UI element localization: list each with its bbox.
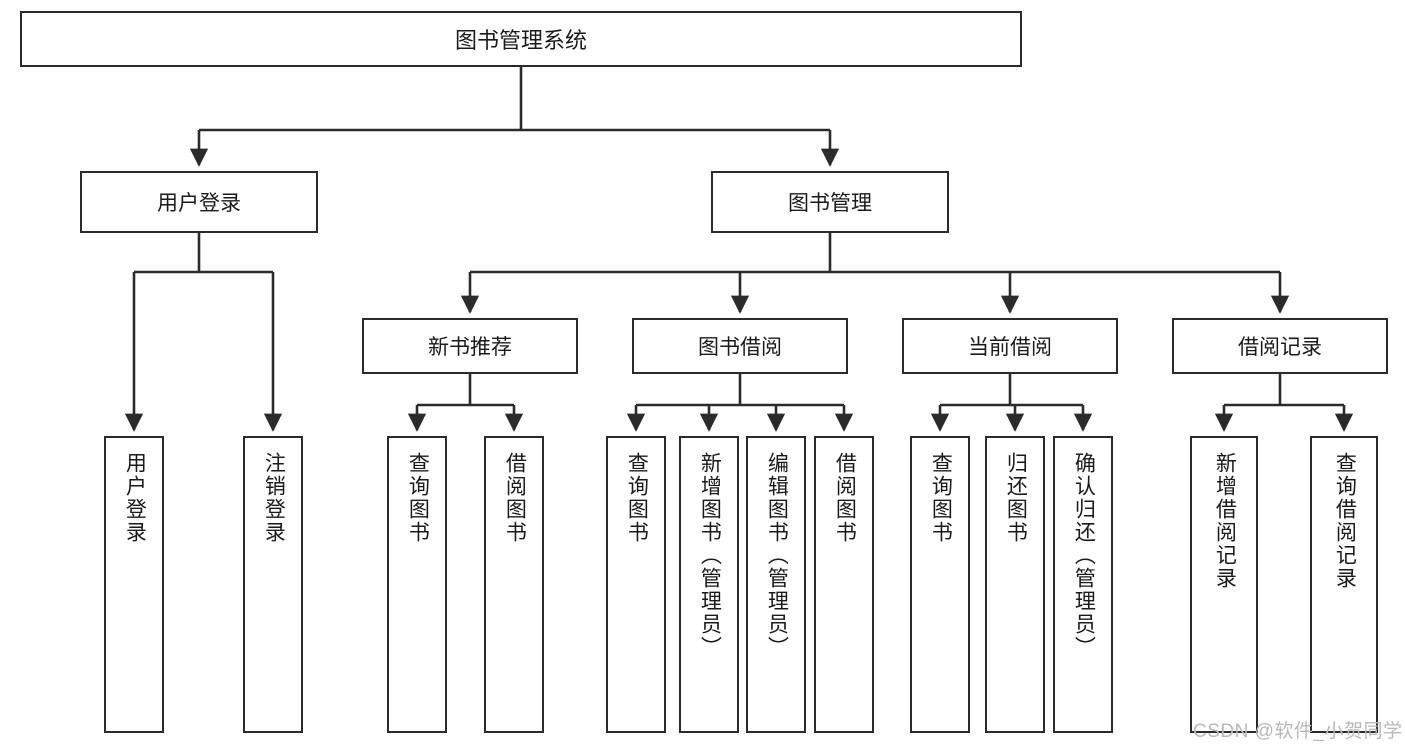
csdn-watermark: CSDN @软件_小贺同学 [1193,721,1403,742]
node-leaf-add-borrow-record-label: 新增借阅记录 [1213,452,1237,590]
node-leaf-user-login[interactable]: 用户登录 [104,436,164,733]
node-leaf-query-book-1-label: 查询图书 [406,452,430,544]
node-leaf-query-borrow-record-label: 查询借阅记录 [1333,452,1357,590]
node-root-label: 图书管理系统 [454,28,587,53]
node-book-borrow-label: 图书借阅 [698,336,782,359]
node-root[interactable]: 图书管理系统 [20,11,1022,67]
node-leaf-return-book-label: 归还图书 [1004,452,1028,544]
node-leaf-add-borrow-record[interactable]: 新增借阅记录 [1190,436,1258,733]
node-leaf-query-book-2[interactable]: 查询图书 [606,436,666,733]
node-leaf-confirm-return-admin-label: 确认归还（管理员） [1072,452,1096,659]
node-borrow-record[interactable]: 借阅记录 [1172,318,1388,374]
node-book-management[interactable]: 图书管理 [711,171,949,233]
node-leaf-return-book[interactable]: 归还图书 [985,436,1045,733]
node-user-login[interactable]: 用户登录 [80,171,318,233]
node-current-borrow-label: 当前借阅 [968,336,1052,359]
node-book-management-label: 图书管理 [788,192,872,215]
node-book-borrow[interactable]: 图书借阅 [632,318,848,374]
node-user-login-label: 用户登录 [157,192,241,215]
node-borrow-record-label: 借阅记录 [1238,336,1322,359]
node-leaf-logout-login-label: 注销登录 [262,452,286,544]
node-leaf-borrow-book-2-label: 借阅图书 [833,452,857,544]
node-leaf-edit-book-admin[interactable]: 编辑图书（管理员） [746,436,806,733]
node-leaf-query-book-3-label: 查询图书 [929,452,953,544]
node-leaf-query-borrow-record[interactable]: 查询借阅记录 [1310,436,1378,733]
node-current-borrow[interactable]: 当前借阅 [902,318,1118,374]
node-leaf-borrow-book-2[interactable]: 借阅图书 [814,436,874,733]
node-leaf-query-book-2-label: 查询图书 [625,452,649,544]
node-leaf-query-book-3[interactable]: 查询图书 [910,436,970,733]
node-leaf-confirm-return-admin[interactable]: 确认归还（管理员） [1053,436,1113,733]
node-new-book-recommend-label: 新书推荐 [428,336,512,359]
node-leaf-logout-login[interactable]: 注销登录 [243,436,303,733]
node-leaf-add-book-admin[interactable]: 新增图书（管理员） [679,436,739,733]
node-leaf-edit-book-admin-label: 编辑图书（管理员） [765,452,789,659]
node-leaf-query-book-1[interactable]: 查询图书 [387,436,447,733]
node-leaf-add-book-admin-label: 新增图书（管理员） [698,452,722,659]
node-new-book-recommend[interactable]: 新书推荐 [362,318,578,374]
node-leaf-borrow-book-1-label: 借阅图书 [503,452,527,544]
node-leaf-borrow-book-1[interactable]: 借阅图书 [484,436,544,733]
node-leaf-user-login-label: 用户登录 [123,452,147,544]
